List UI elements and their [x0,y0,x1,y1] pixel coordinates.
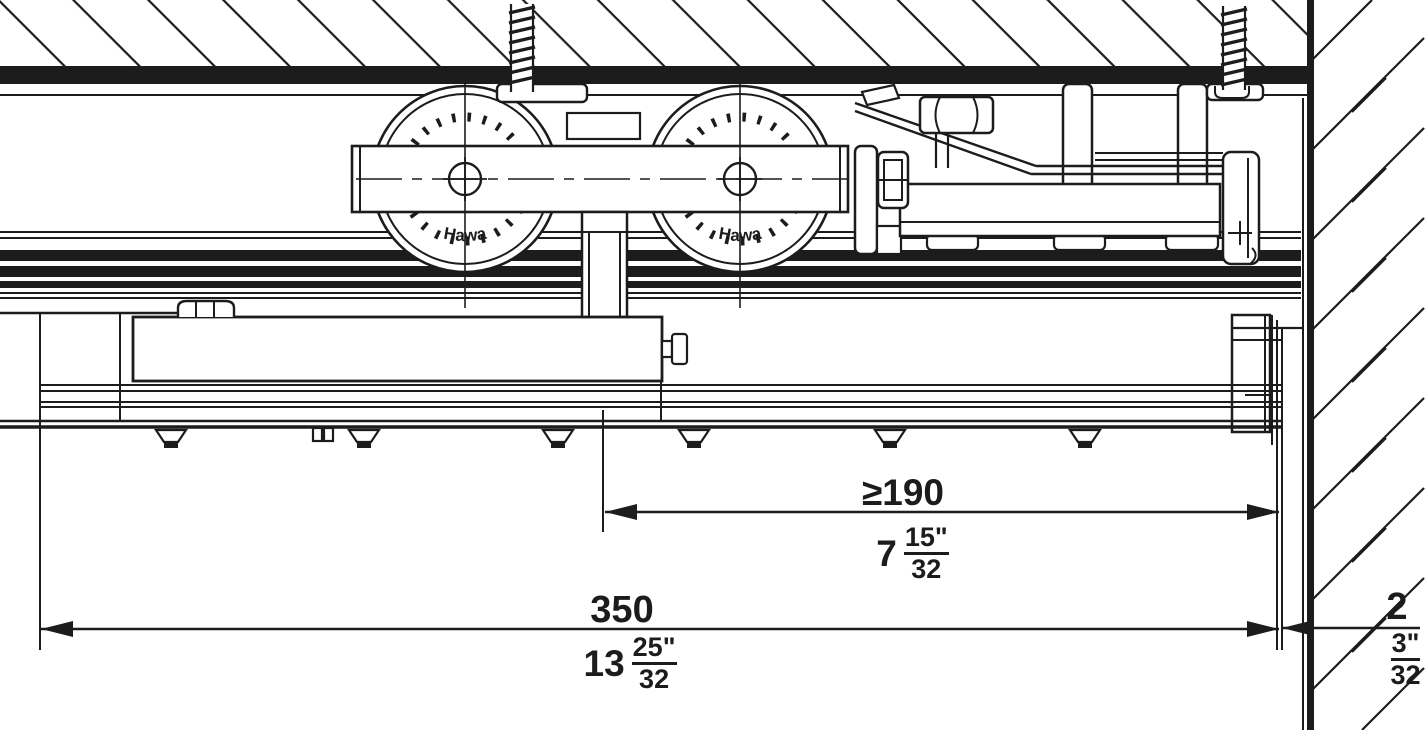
ceiling-structure [0,0,1307,96]
end-stop-bracket [1221,150,1261,266]
door-top-clips [153,426,1103,448]
dim-190-inch-whole: 7 [876,533,897,574]
housing-knob [670,332,689,366]
wheel-branding: Hawa Hawa [442,224,763,246]
dimension-annotations [39,313,1420,650]
housing-knob-neck [660,339,674,359]
svg-text:Hawa: Hawa [442,224,488,246]
dim-2-inch-fraction: 3" 32 [1390,628,1421,690]
soft-close-housing [131,315,664,383]
ceiling-mounting-bar [0,66,1307,84]
hex-nut [918,95,995,135]
screw-thread [1220,7,1248,87]
arrowhead-left-outside [1282,620,1314,636]
retainer-bracket [898,182,1222,238]
suspension-screw-left [495,4,589,104]
arrowhead-right [1247,621,1279,637]
dim-350-inch-whole: 13 [583,643,625,684]
housing-hex-cap [176,299,236,317]
wheel-brand-text-right: Hawa [717,224,763,246]
carriage-connector [853,144,879,256]
wall-surface-line [1307,0,1314,730]
screw-thread [508,5,536,85]
dim-350-metric-label: 350 [590,589,654,631]
dim-350-inch-fraction: 25" 32 [631,632,677,694]
door-panel-assembly [0,299,1303,448]
wall-hatch [1311,0,1425,730]
dimension-line-2 [1282,620,1420,636]
dimension-line-190 [605,504,1279,520]
dim-2-inch-label: 3" 32 [1377,630,1426,689]
soft-close-activator [853,82,1261,266]
arrowhead-left [605,504,637,520]
hanger-bolt [580,210,629,320]
dim-190-metric-label: ≥190 [861,472,945,513]
dimension-line-350 [41,621,1279,637]
suspension-screw-right [1205,6,1265,102]
dim-2-metric-label: 2 [1386,586,1408,628]
carriage-top-block [565,111,642,141]
svg-text:Hawa: Hawa [717,224,763,246]
wheel-brand-text-left: Hawa [442,224,488,246]
dim-190-inch-label: 7 15" 32 [850,524,975,583]
door-end-cap [1230,313,1272,434]
activator-spring-arm [854,101,1037,168]
arrowhead-right [1247,504,1279,520]
arrowhead-left [41,621,73,637]
ceiling-hatch [0,0,1307,66]
wall-structure [1302,0,1425,730]
dim-190-inch-fraction: 15" 32 [903,522,949,584]
spring-arm-tab [860,83,901,107]
dim-350-inch-label: 13 25" 32 [565,634,695,693]
